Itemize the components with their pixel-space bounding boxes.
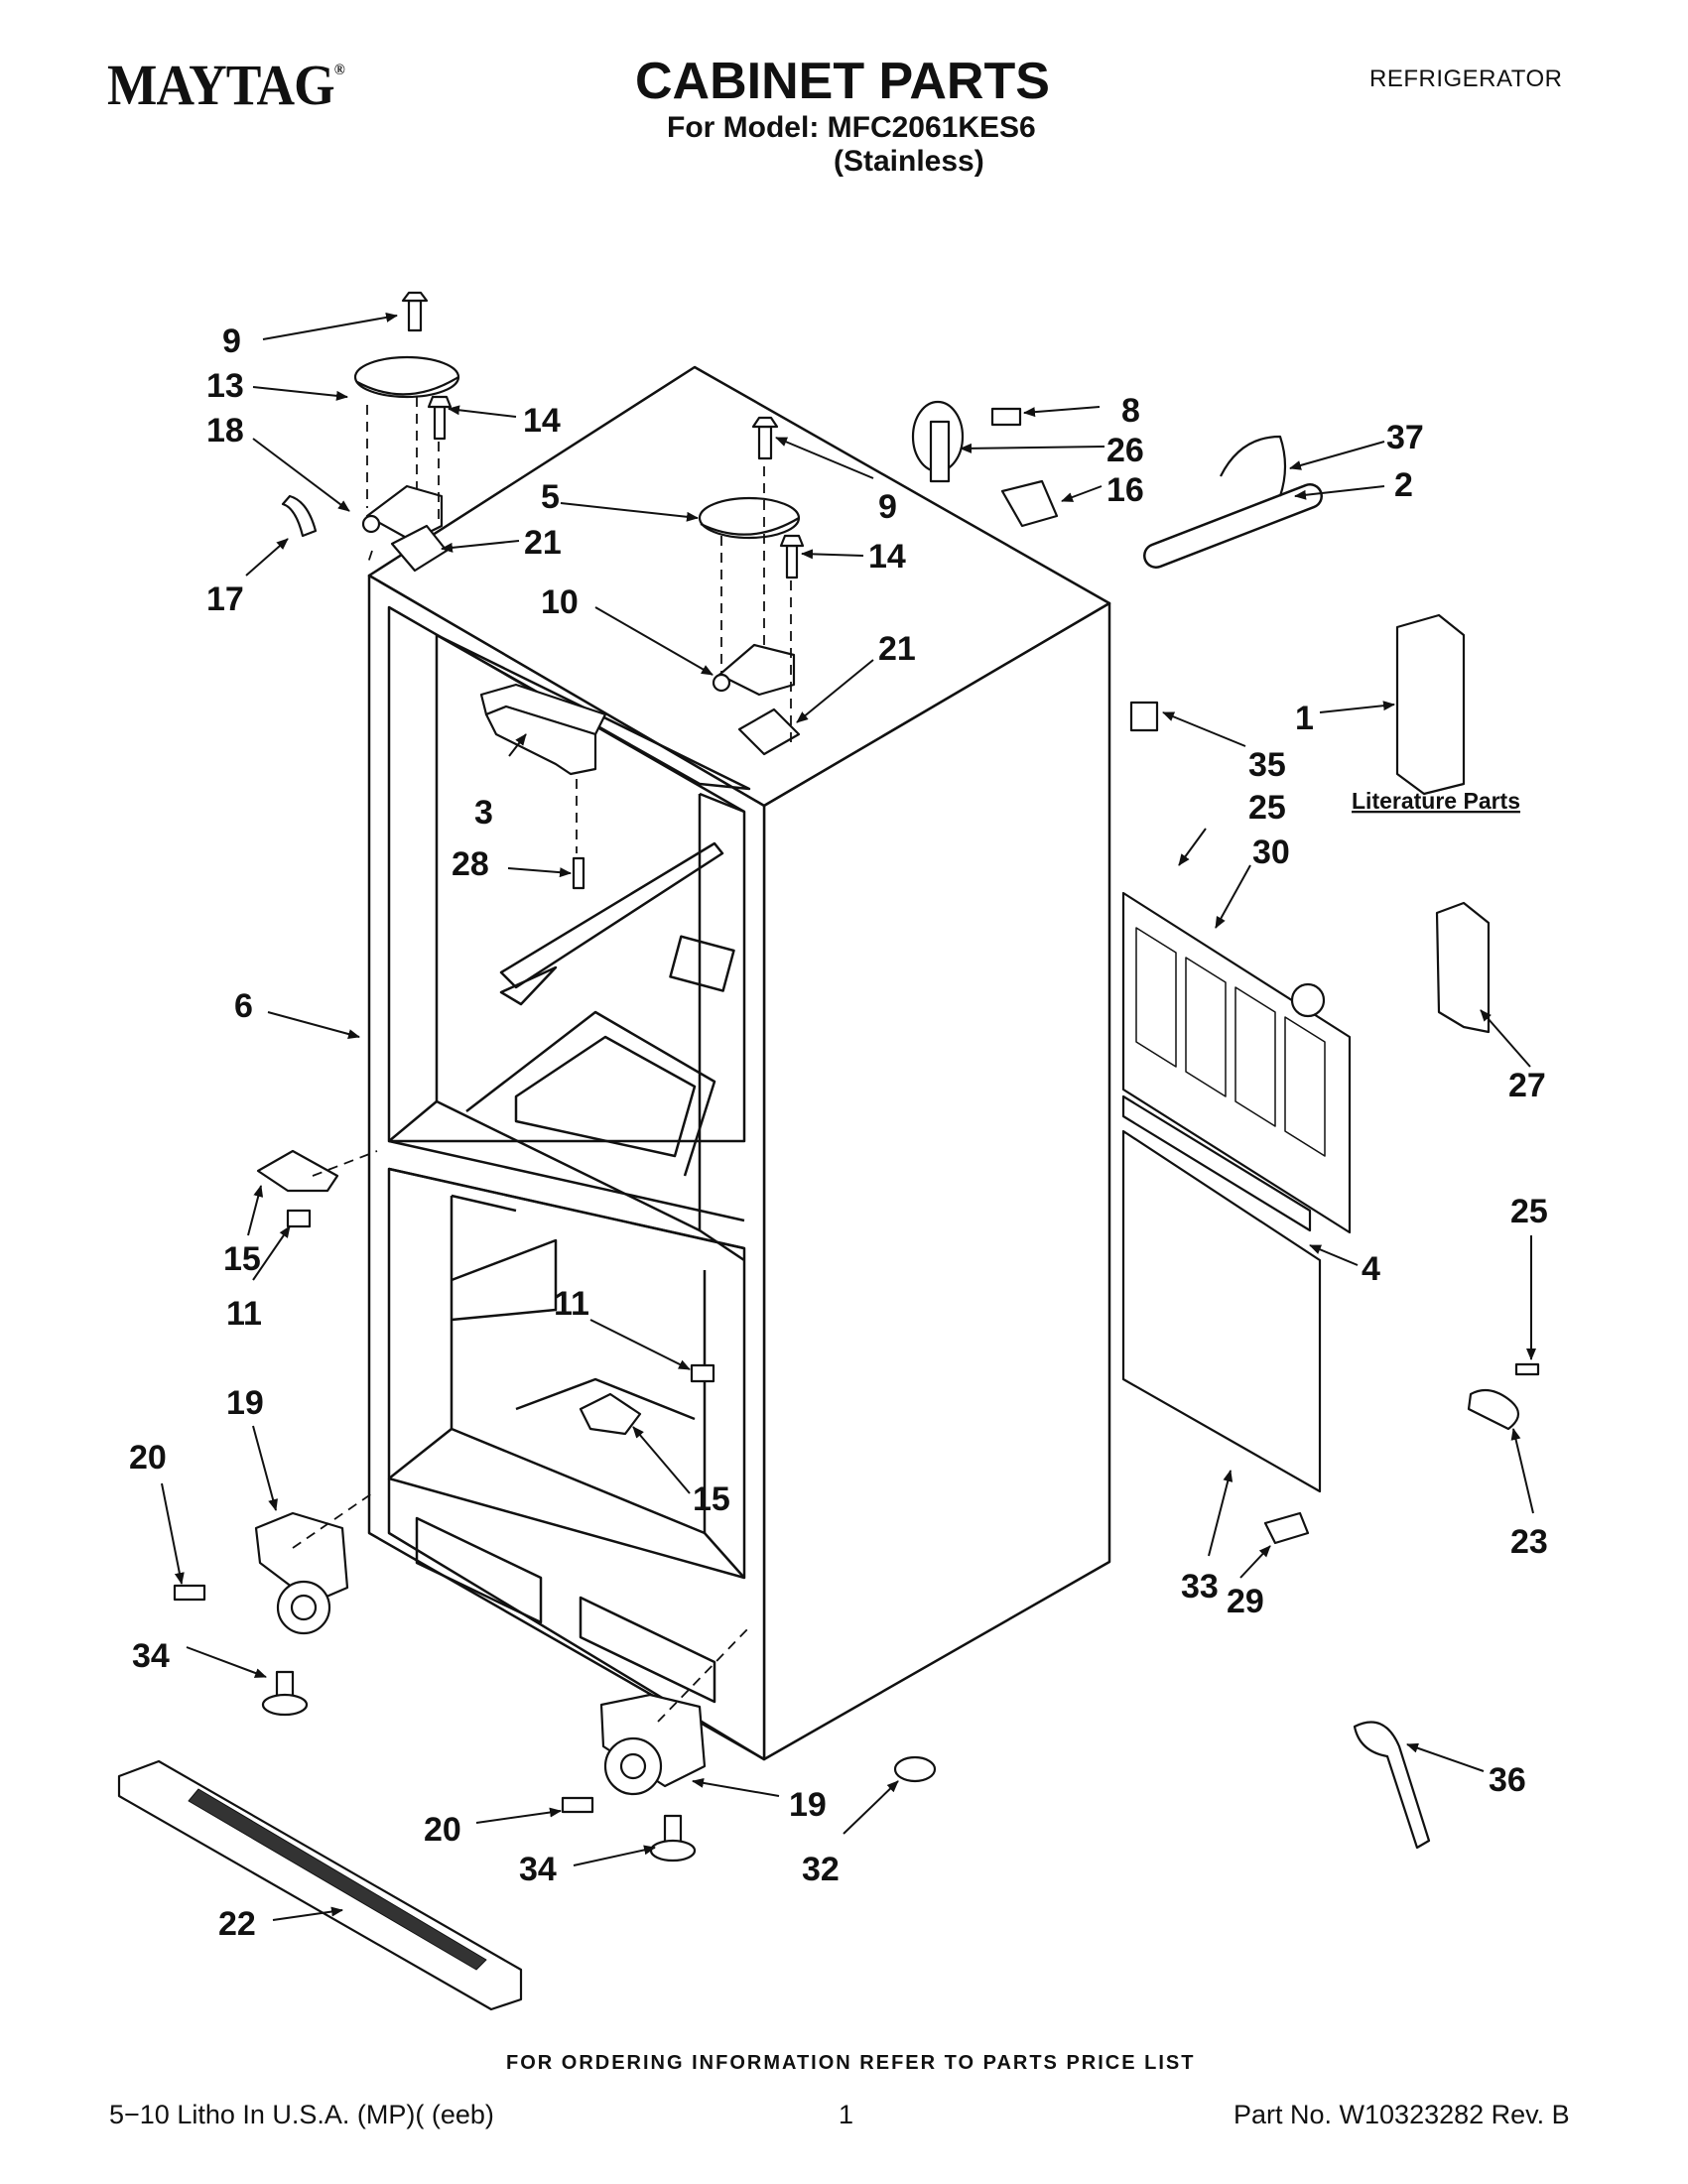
callout: 30 (1252, 834, 1290, 871)
callout: 10 (541, 583, 579, 621)
callout: 16 (1106, 471, 1144, 509)
callout: 4 (1362, 1250, 1380, 1288)
callout: 9 (878, 488, 897, 526)
callout: 33 (1181, 1568, 1219, 1606)
ordering-note: FOR ORDERING INFORMATION REFER TO PARTS … (506, 2052, 1196, 2074)
screw-9-top (407, 299, 423, 332)
appliance-category: REFRIGERATOR (1369, 65, 1563, 92)
callout: 21 (524, 524, 562, 562)
callout: 29 (1227, 1583, 1264, 1620)
brand-logo: MAYTAG® (107, 53, 345, 117)
callout: 17 (206, 580, 244, 618)
callout: 34 (519, 1851, 557, 1888)
toe-grille-panel (1121, 1129, 1322, 1493)
callout: 1 (1295, 700, 1314, 737)
condenser-grille (1121, 891, 1352, 1234)
callout: 27 (1508, 1067, 1546, 1104)
callout: 20 (129, 1439, 167, 1477)
callout: 6 (234, 987, 253, 1025)
callout: 35 (1248, 746, 1286, 784)
cabinet-shell (367, 365, 1111, 1761)
leader-arrows (161, 313, 1536, 1921)
callout: 34 (132, 1637, 170, 1675)
callout: 36 (1489, 1761, 1526, 1799)
callout: 9 (222, 322, 241, 360)
assembly-guides (292, 397, 792, 1723)
callout: 19 (789, 1786, 827, 1824)
callout: 18 (206, 412, 244, 450)
callout: 14 (868, 538, 906, 576)
callout: 2 (1394, 466, 1413, 504)
callout: 26 (1106, 432, 1144, 469)
callout: 37 (1386, 419, 1424, 456)
callout: 11 (226, 1295, 262, 1333)
hinge-cover-left (353, 355, 460, 399)
model-variant: (Stainless) (834, 145, 984, 178)
document-part-number: Part No. W10323282 Rev. B (1234, 2100, 1570, 2129)
page-title: CABINET PARTS (635, 53, 1050, 110)
callout: 15 (223, 1240, 261, 1278)
callout: 25 (1510, 1193, 1548, 1230)
model-line: For Model: MFC2061KES6 (667, 111, 1036, 144)
parts-hardware (117, 291, 1540, 2011)
callout: 22 (218, 1905, 256, 1943)
callout-labels: 9 13 14 18 17 21 5 9 14 10 21 8 26 16 37… (129, 322, 1548, 1943)
callout: 15 (693, 1480, 730, 1518)
base-grille (117, 1759, 523, 2011)
callout: 3 (474, 794, 493, 832)
callout: 13 (206, 367, 244, 405)
callout: 11 (554, 1285, 589, 1323)
callout: 20 (424, 1811, 461, 1849)
callout: 14 (523, 402, 561, 440)
callout: 23 (1510, 1523, 1548, 1561)
callout: 19 (226, 1384, 264, 1422)
callout: 5 (541, 478, 560, 516)
callout: 21 (878, 630, 916, 668)
callout: 32 (802, 1851, 840, 1888)
page-number: 1 (839, 2100, 854, 2129)
literature-parts-label: Literature Parts (1352, 788, 1520, 814)
callout: 28 (452, 845, 489, 883)
print-info: 5−10 Litho In U.S.A. (MP)( (eeb) (109, 2100, 494, 2129)
callout: 25 (1248, 789, 1286, 827)
callout: 8 (1121, 392, 1140, 430)
